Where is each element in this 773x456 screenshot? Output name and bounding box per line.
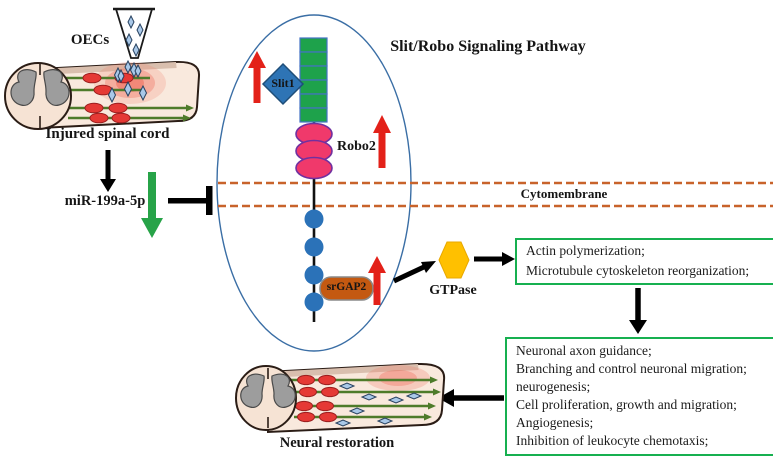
arrow-ellipse-to-gtpase [392, 261, 436, 284]
srgap2-protein [319, 276, 374, 301]
upregulation-arrow-slit1 [248, 51, 266, 103]
arrow-outcomes-to-restoration [438, 389, 504, 407]
gtpase-label: GTPase [429, 283, 477, 298]
effects-line: Actin polymerization; [526, 243, 645, 258]
effects-box: Actin polymerization; Microtubule cytosk… [515, 238, 773, 285]
arrow-effects-to-outcomes [629, 288, 647, 334]
outcomes-line: Angiogenesis; [516, 415, 594, 430]
outcomes-box: Neuronal axon guidance; Branching and co… [505, 337, 773, 456]
pathway-title: Slit/Robo Signaling Pathway [390, 38, 586, 55]
arrow-gtpase-to-effects [474, 252, 515, 266]
outcomes-line: Cell proliferation, growth and migration… [516, 397, 737, 412]
neural-restoration-label: Neural restoration [279, 435, 395, 451]
effects-line: Microtubule cytoskeleton reorganization; [526, 263, 750, 278]
outcomes-line: Branching and control neuronal migration… [516, 361, 747, 376]
downregulation-arrow-mirna [141, 172, 163, 238]
slit-ligand-stack [299, 37, 328, 123]
injured-spinal-cord-label: Injured spinal cord [45, 126, 170, 142]
cytomembrane-lines [218, 181, 773, 208]
outcomes-line: neurogenesis; [516, 379, 591, 394]
oecs-label: OECs [70, 32, 110, 48]
restored-spinal-cord-illustration [235, 362, 446, 434]
gtpase-hexagon [438, 241, 470, 279]
outcomes-line: Inhibition of leukocyte chemotaxis; [516, 433, 709, 448]
upregulation-arrow-srgap2 [368, 256, 386, 305]
upregulation-arrow-robo2 [373, 115, 391, 168]
slit1-label: Slit1 [271, 76, 295, 90]
outcomes-line: Neuronal axon guidance; [516, 343, 652, 358]
arrow-injured-to-mirna [100, 150, 116, 192]
mir-199a-5p-label: miR-199a-5p [64, 193, 146, 209]
inhibition-bar [168, 186, 213, 215]
injured-spinal-cord-illustration [4, 60, 201, 130]
intracellular-domain-circles [304, 209, 324, 312]
srgap2-label: srGAP2 [326, 281, 367, 293]
robo2-label: Robo2 [337, 139, 376, 154]
slit1-diamond [261, 62, 305, 106]
cytomembrane-label: Cytomembrane [520, 186, 608, 201]
robo2-receptor [295, 122, 333, 180]
pipette-icon [113, 7, 155, 84]
